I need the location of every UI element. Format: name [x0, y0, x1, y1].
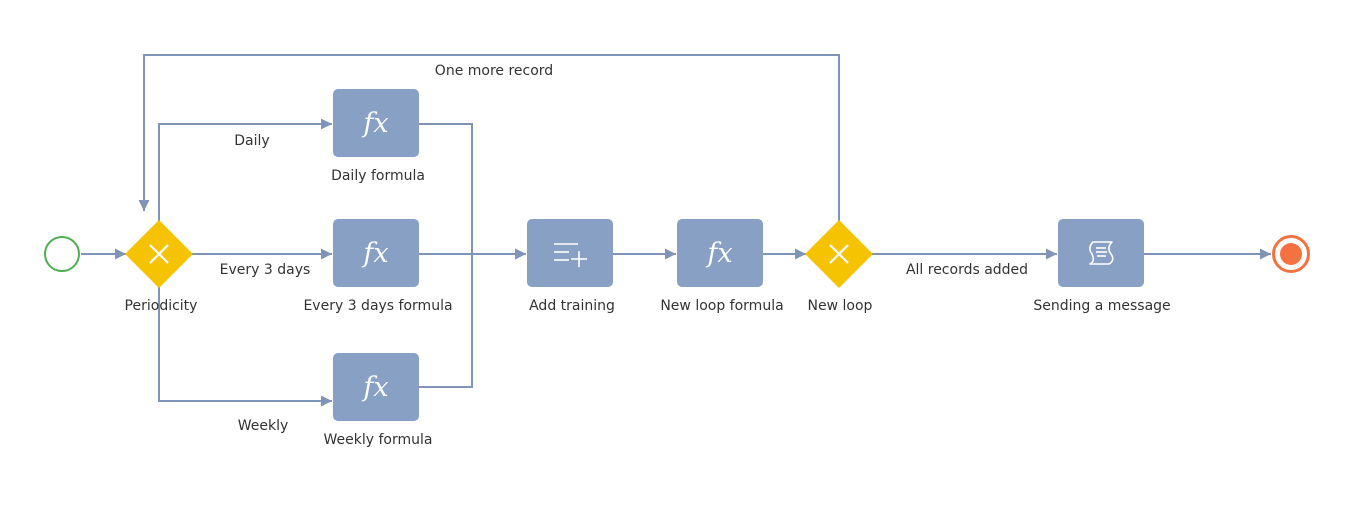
- flow-label-weekly: Weekly: [237, 418, 289, 434]
- flow-label-daily: Daily: [234, 133, 270, 149]
- new-loop-label: New loop: [807, 298, 873, 314]
- end-event-inner-dot: [1280, 243, 1302, 265]
- add-record-icon: [554, 243, 587, 267]
- flow-label-one-more-record: One more record: [434, 63, 554, 79]
- every-3-days-formula-task[interactable]: fx: [333, 219, 419, 287]
- fx-icon: fx: [363, 371, 389, 403]
- daily-formula-task[interactable]: fx: [333, 89, 419, 157]
- sending-message-task[interactable]: [1058, 219, 1144, 287]
- add-training-label: Add training: [529, 298, 615, 314]
- sending-message-label: Sending a message: [1033, 298, 1171, 314]
- weekly-formula-label: Weekly formula: [323, 432, 433, 448]
- add-training-task[interactable]: [527, 219, 613, 287]
- flow-weekly-formula-to-add-training[interactable]: [419, 254, 473, 388]
- daily-formula-label: Daily formula: [331, 168, 425, 184]
- fx-icon: fx: [363, 237, 389, 269]
- periodicity-label: Periodicity: [124, 298, 198, 314]
- new-loop-formula-label: New loop formula: [660, 298, 784, 314]
- start-event[interactable]: [44, 236, 80, 272]
- every-3-days-formula-label: Every 3 days formula: [303, 298, 453, 314]
- flow-weekly[interactable]: [158, 287, 332, 407]
- end-event[interactable]: [1272, 235, 1310, 273]
- flow-one-more-record[interactable]: [138, 54, 840, 221]
- flow-label-all-records-added: All records added: [905, 262, 1029, 278]
- flow-label-every-3-days: Every 3 days: [219, 262, 311, 278]
- fx-icon: fx: [707, 237, 733, 269]
- new-loop-formula-task[interactable]: fx: [677, 219, 763, 287]
- flow-daily-formula-to-add-training[interactable]: [419, 123, 526, 260]
- weekly-formula-task[interactable]: fx: [333, 353, 419, 421]
- script-scroll-icon: [1089, 241, 1114, 265]
- fx-icon: fx: [363, 107, 389, 139]
- flow-daily[interactable]: [158, 118, 332, 221]
